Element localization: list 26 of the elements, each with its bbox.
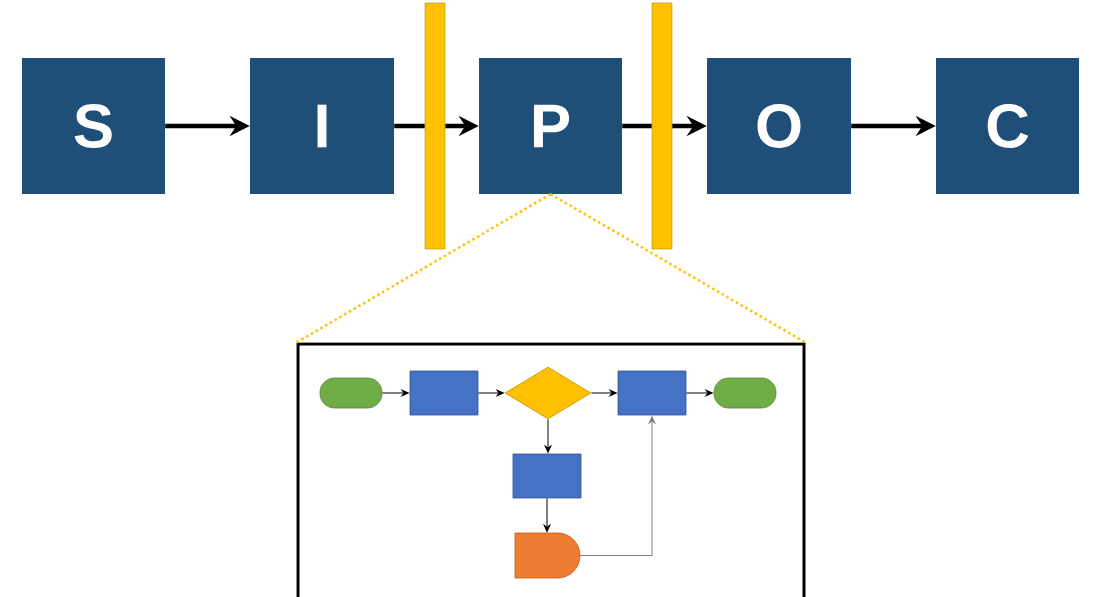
connector-line: [394, 123, 425, 129]
arrow: [544, 418, 552, 453]
leader-line: [549, 193, 807, 344]
delay-shape: [514, 532, 581, 579]
letter-box: O: [707, 58, 851, 194]
arrow: [477, 389, 504, 397]
letter-box: S: [22, 58, 165, 194]
leader-line: [295, 193, 552, 344]
arrow: [543, 497, 551, 533]
arrow: [685, 389, 713, 397]
letter-box: P: [479, 58, 622, 194]
terminal-shape: [319, 377, 383, 409]
decision-diamond: [504, 366, 592, 420]
arrow: [590, 389, 617, 397]
connector-line: [622, 123, 652, 129]
letter-box: C: [936, 58, 1079, 194]
divider-bar: [651, 2, 673, 250]
arrow: [579, 416, 656, 556]
divider-bar: [424, 2, 446, 250]
process-box: [512, 453, 582, 499]
process-box: [617, 370, 687, 416]
letter-box: I: [250, 58, 394, 194]
arrow: [381, 389, 409, 397]
terminal-shape: [713, 377, 777, 409]
process-box: [409, 370, 479, 416]
zoom-frame: [296, 342, 806, 597]
